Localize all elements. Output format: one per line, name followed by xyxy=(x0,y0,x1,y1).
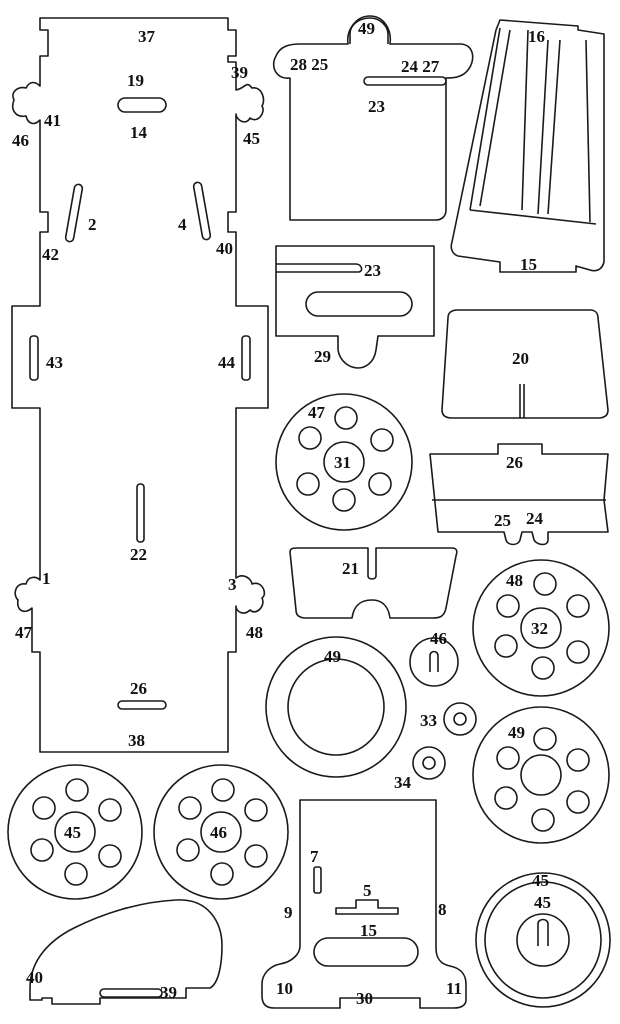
washer-34: 34 xyxy=(394,746,446,792)
chassis-board: 37 19 14 39 41 46 45 2 4 42 40 43 44 22 … xyxy=(11,17,269,753)
label-46-wheel: 46 xyxy=(210,823,227,842)
label-24-dash: 24 xyxy=(526,509,544,528)
label-24-27: 24 27 xyxy=(401,57,440,76)
label-22: 22 xyxy=(130,545,147,564)
label-7: 7 xyxy=(310,847,319,866)
label-33: 33 xyxy=(420,711,437,730)
side-slot-left xyxy=(29,335,39,381)
label-26: 26 xyxy=(130,679,147,698)
wheel-49: 49 xyxy=(472,706,610,844)
label-8: 8 xyxy=(438,900,447,919)
label-42: 42 xyxy=(42,245,59,264)
label-28-25: 28 25 xyxy=(290,55,328,74)
base-panel: 7 9 8 5 15 10 30 11 xyxy=(261,799,467,1009)
label-32: 32 xyxy=(531,619,548,638)
label-45-knob-inner: 45 xyxy=(534,893,551,912)
label-4: 4 xyxy=(178,215,187,234)
fender-slot xyxy=(99,988,163,998)
label-46-knob: 46 xyxy=(430,629,447,648)
label-45-wheel: 45 xyxy=(64,823,81,842)
wheel-31: 47 31 xyxy=(275,393,413,531)
label-5: 5 xyxy=(363,881,372,900)
label-19: 19 xyxy=(127,71,144,90)
wheel-32: 48 32 xyxy=(472,559,610,697)
label-48-wheel: 48 xyxy=(506,571,523,590)
label-10: 10 xyxy=(276,979,293,998)
label-20: 20 xyxy=(512,349,529,368)
base-slot-7 xyxy=(313,866,322,894)
dash-panel: 26 25 24 xyxy=(429,443,609,546)
label-21: 21 xyxy=(342,559,359,578)
label-47: 47 xyxy=(15,623,33,642)
label-2: 2 xyxy=(88,215,97,234)
label-26-dash: 26 xyxy=(506,453,523,472)
label-49-ring: 49 xyxy=(324,647,341,666)
label-37: 37 xyxy=(138,27,156,46)
label-16: 16 xyxy=(528,27,545,46)
big-knob: 45 45 xyxy=(475,871,611,1008)
label-43: 43 xyxy=(46,353,63,372)
label-15-tail: 15 xyxy=(520,255,537,274)
label-23-cab: 23 xyxy=(368,97,385,116)
slider-slot xyxy=(305,291,413,317)
label-49-cab: 49 xyxy=(358,19,375,38)
label-11: 11 xyxy=(446,979,462,998)
label-41: 41 xyxy=(44,111,61,130)
seat-back: 20 xyxy=(441,309,609,419)
label-47-wheel: 47 xyxy=(308,403,326,422)
ring-49: 49 xyxy=(265,636,407,778)
label-3: 3 xyxy=(228,575,237,594)
label-14: 14 xyxy=(130,123,148,142)
label-45: 45 xyxy=(243,129,260,148)
cab-slot xyxy=(363,76,447,86)
label-34: 34 xyxy=(394,773,412,792)
slider-plate: 23 29 xyxy=(275,245,435,369)
label-39-fender: 39 xyxy=(160,983,177,1002)
slot-right-diag xyxy=(192,181,212,241)
label-25-dash: 25 xyxy=(494,511,511,530)
center-slot xyxy=(136,483,145,543)
knob-46: 46 xyxy=(409,629,459,687)
label-9: 9 xyxy=(284,903,293,922)
base-center-slot xyxy=(313,937,419,967)
label-48: 48 xyxy=(246,623,263,642)
label-29: 29 xyxy=(314,347,331,366)
label-23-slider: 23 xyxy=(364,261,381,280)
bumper: 21 xyxy=(289,547,458,619)
label-30: 30 xyxy=(356,989,373,1008)
label-40-fender: 40 xyxy=(26,968,43,987)
label-38: 38 xyxy=(128,731,145,750)
label-49-wheel: 49 xyxy=(508,723,525,742)
label-15-base: 15 xyxy=(360,921,377,940)
label-45-knob-outer: 45 xyxy=(532,871,549,890)
slot-top xyxy=(117,97,167,113)
fender: 40 39 xyxy=(26,899,223,1005)
tail-panel: 16 15 xyxy=(450,19,605,274)
label-31: 31 xyxy=(334,453,351,472)
bottom-slot xyxy=(117,700,167,710)
cab-panel: 49 28 25 24 27 23 xyxy=(272,15,474,221)
label-39: 39 xyxy=(231,63,248,82)
label-40: 40 xyxy=(216,239,233,258)
wheel-46: 46 xyxy=(153,764,289,900)
washer-33: 33 xyxy=(420,702,477,736)
side-slot-right xyxy=(241,335,251,381)
label-46: 46 xyxy=(12,131,29,150)
label-44: 44 xyxy=(218,353,236,372)
label-1: 1 xyxy=(42,569,51,588)
slot-left-diag xyxy=(64,183,84,243)
wheel-45: 45 xyxy=(7,764,143,900)
